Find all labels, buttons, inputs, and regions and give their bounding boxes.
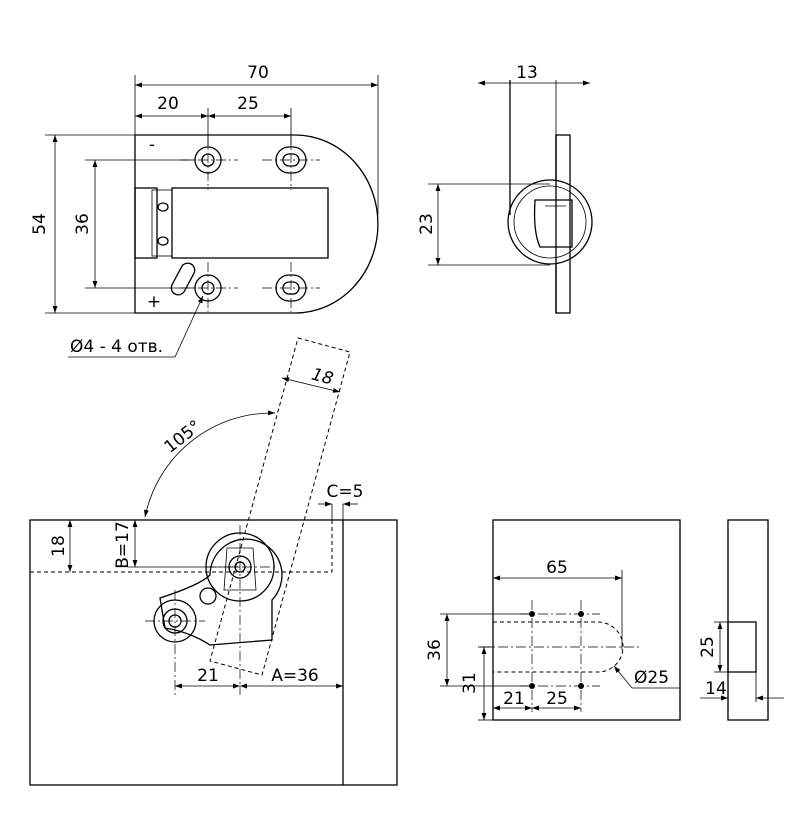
dim-a: A=36 xyxy=(271,666,319,686)
strike-recess xyxy=(727,621,757,673)
latch-barrel xyxy=(507,179,593,265)
housing-cap xyxy=(134,187,158,259)
panel-face xyxy=(492,519,681,721)
plate-outline xyxy=(134,134,379,314)
dim-side-height: 23 xyxy=(417,213,437,235)
minus-mark: - xyxy=(149,135,155,155)
cabinet-panel xyxy=(29,519,398,786)
strike-view: 25 14 xyxy=(698,519,784,721)
housing-body xyxy=(171,187,329,259)
latch-tongue xyxy=(533,199,573,248)
cutout-slot xyxy=(493,621,624,673)
dim-length: 65 xyxy=(546,558,568,578)
dim-offset-1: 20 xyxy=(157,94,179,114)
dim-21: 21 xyxy=(197,666,219,686)
dim-depth: 18 xyxy=(49,535,69,557)
dim-width-total: 70 xyxy=(247,63,269,83)
latch-screw-1 xyxy=(157,202,169,212)
section-view: 18 105° C=5 18 B=17 21 xyxy=(29,337,398,786)
latch-block xyxy=(151,189,173,257)
side-plate xyxy=(555,134,571,314)
plate-top-view: 70 20 25 54 36 - + Ø4 - 4 отв. xyxy=(30,63,379,358)
dim-strike-width: 14 xyxy=(705,679,727,699)
dim-height-31: 31 xyxy=(460,672,480,694)
dim-height-36: 36 xyxy=(425,639,445,661)
plus-mark: + xyxy=(147,292,161,312)
side-view: 13 23 xyxy=(417,63,593,314)
dim-gap-c: C=5 xyxy=(327,482,364,502)
dim-thickness: 13 xyxy=(516,63,538,83)
hatched-frame xyxy=(727,519,769,721)
door-open-position xyxy=(209,337,351,676)
dim-offset-2: 25 xyxy=(237,94,259,114)
dim-angle: 105° xyxy=(161,417,206,458)
cutout-view: 65 36 31 21 25 Ø25 xyxy=(425,519,681,721)
dim-strike-height: 25 xyxy=(698,636,718,658)
dim-height-inner: 36 xyxy=(73,213,93,235)
dim-cutout-25: 25 xyxy=(546,689,568,709)
dim-cutout-21: 21 xyxy=(503,689,525,709)
dim-b: B=17 xyxy=(113,521,133,569)
holes-note: Ø4 - 4 отв. xyxy=(70,337,163,357)
dim-diameter: Ø25 xyxy=(634,668,669,688)
dim-height-total: 54 xyxy=(30,213,50,235)
latch-screw-2 xyxy=(157,236,169,246)
key-slot xyxy=(170,262,196,296)
